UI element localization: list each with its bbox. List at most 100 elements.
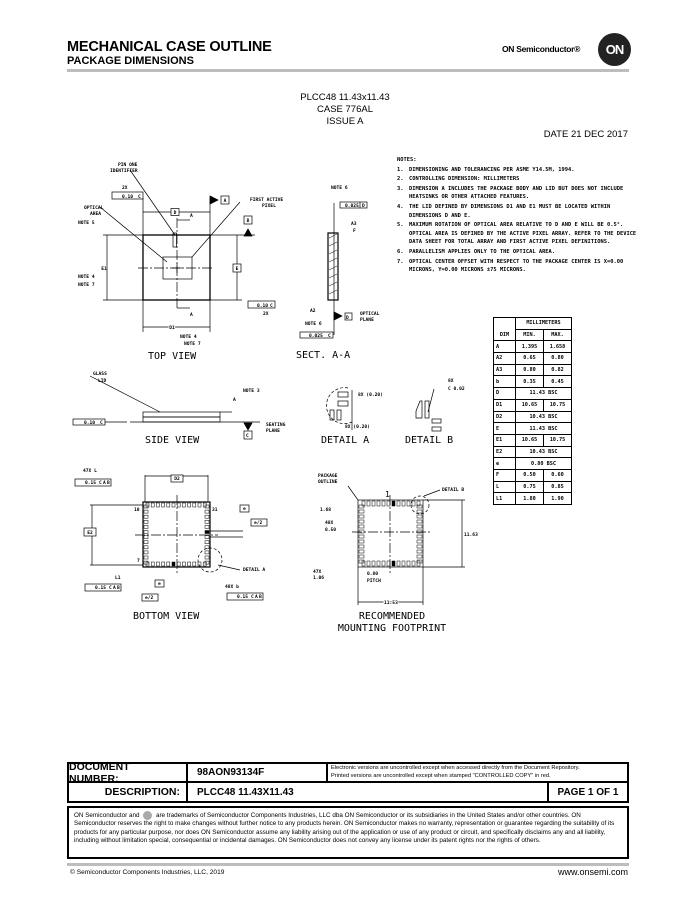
pad: [143, 530, 149, 534]
flatness-tol: 0.10: [84, 420, 95, 426]
profile-tol-box-top: [111, 191, 144, 200]
section-mark-top: A: [190, 213, 193, 219]
note-number: 1.: [397, 166, 404, 173]
note-item: 4.THE LID DEFINED BY DIMENSIONS D1 AND E…: [397, 203, 637, 220]
notes-list: 1.DIMENSIONING AND TOLERANCING PER ASME …: [397, 166, 637, 275]
header-divider: [67, 69, 629, 72]
pad: [204, 520, 210, 524]
logo-text: ON: [605, 42, 624, 57]
dim-a3: A3: [351, 221, 357, 227]
pad: [143, 560, 149, 565]
website-link[interactable]: www.onsemi.com: [557, 867, 628, 877]
note-number: 2.: [397, 176, 404, 183]
section-a-a: NOTE 6 0.025 D A3 F A2 D OPTICAL PLANE N…: [296, 185, 380, 361]
description: PLCC48 11.43X11.43: [188, 783, 549, 801]
pad: [143, 504, 149, 509]
pad: [406, 560, 411, 567]
pad: [396, 500, 401, 507]
datum-a-box: [220, 195, 230, 205]
glass-lid-label: GLASS: [93, 371, 107, 377]
footprint-title: RECOMMENDED: [359, 611, 425, 622]
dim-48x-b: 48X b: [225, 584, 239, 590]
pad: [376, 560, 381, 567]
repository-note: Electronic versions are uncontrolled exc…: [328, 764, 627, 783]
pad: [204, 530, 210, 534]
pad: [358, 519, 365, 524]
fcf-ref-b: B: [117, 585, 120, 591]
fcf-ref-a: A: [255, 594, 258, 600]
pin-10: 10: [134, 507, 140, 513]
pad: [182, 561, 186, 567]
pad: [204, 535, 210, 539]
note-number: 6.: [397, 248, 404, 255]
dim-d2: D2: [174, 476, 180, 482]
note-number: 5.: [397, 222, 404, 229]
pad: [182, 502, 186, 508]
cell-max: 1.90: [543, 492, 572, 505]
fcf-ref-a: A: [103, 480, 106, 486]
parallelism-box-bottom: [299, 331, 334, 339]
fcf-tol: 0.15: [95, 585, 106, 591]
document-date: DATE 21 DEC 2017: [543, 129, 628, 140]
pin-one-label-2: IDENTIFIER: [110, 168, 138, 174]
parallel-ref: D: [362, 203, 365, 209]
bottom-package-outline: [142, 501, 211, 568]
pad: [391, 500, 396, 507]
fcf-tol: 0.15: [237, 594, 248, 600]
bottom-view-title: BOTTOM VIEW: [133, 611, 200, 622]
parallelism-box-top: [339, 201, 368, 209]
pad: [143, 509, 149, 514]
detail-b-title: DETAIL B: [405, 435, 453, 446]
dim-a: A: [233, 397, 236, 403]
pin-one-label: PIN ONE: [118, 162, 138, 168]
count-2x: 2X: [122, 185, 128, 191]
pad: [204, 560, 210, 565]
pad: [406, 500, 411, 507]
pad: [176, 502, 181, 508]
dim-47x: 47X: [313, 569, 322, 575]
pad: [192, 502, 197, 508]
pad: [143, 525, 149, 529]
package-outline-label: PACKAGE: [318, 473, 338, 479]
pad: [416, 529, 423, 534]
optical-plane-label-2: PLANE: [360, 317, 374, 323]
detail-a-dim1: 8X (0.20): [358, 392, 383, 398]
pad: [411, 500, 416, 507]
package-outline-label-2: OUTLINE: [318, 479, 338, 485]
tol-value: 0.10: [122, 194, 133, 200]
pin-1: 1: [385, 490, 390, 499]
glass-lid: [142, 411, 221, 418]
note7-ref-2: NOTE 7: [184, 341, 201, 347]
disclaimer: ON Semiconductor and are trademarks of S…: [67, 806, 629, 859]
pad: [150, 502, 155, 508]
fcf-ref-c: C: [109, 585, 112, 591]
pin-one-identifier: [172, 232, 177, 248]
pitch-e-2: e: [158, 582, 161, 587]
pad: [416, 519, 423, 524]
note-number: 3.: [397, 185, 404, 192]
bottom-view: D2 E2 47X L L1 48X b DETAIL A 10 31 7 e …: [74, 468, 268, 622]
note-text: THE LID DEFINED BY DIMENSIONS D1 AND E1 …: [409, 203, 611, 219]
pad: [187, 561, 191, 567]
notes: NOTES: 1.DIMENSIONING AND TOLERANCING PE…: [397, 156, 637, 276]
fcf-ref-a: A: [113, 585, 116, 591]
pad: [156, 561, 160, 567]
note3-ref: NOTE 3: [243, 388, 260, 394]
pad: [204, 504, 210, 509]
dim-a2: A2: [310, 308, 316, 314]
footprint-title-2: MOUNTING FOOTPRINT: [338, 623, 446, 634]
pitch-label: PITCH: [367, 578, 381, 584]
detail-b-callout: DETAIL B: [442, 487, 464, 493]
pad: [358, 544, 365, 549]
pad: [416, 559, 423, 564]
pad: [143, 555, 149, 560]
package-body: [142, 416, 221, 423]
footprint-outline: [357, 499, 424, 568]
side-view-title: SIDE VIEW: [145, 435, 200, 446]
optical-area-label-2: AREA: [90, 211, 101, 217]
